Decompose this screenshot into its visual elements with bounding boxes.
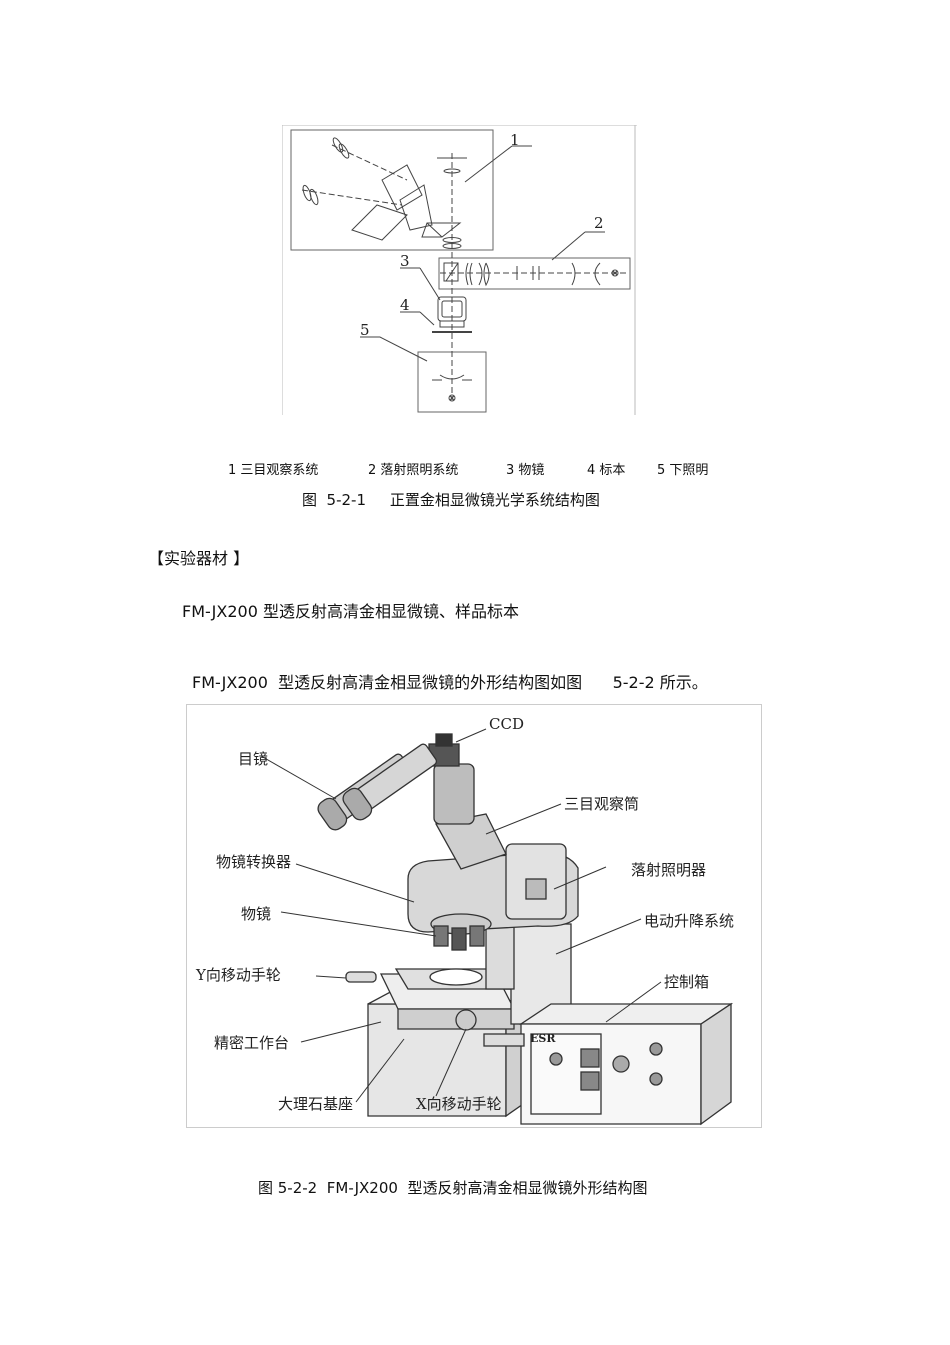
label-stage: 精密工作台 xyxy=(214,1034,289,1052)
label-control-box: 控制箱 xyxy=(664,973,709,991)
label-turret: 物镜转换器 xyxy=(216,853,291,871)
label-y-knob: Y向移动手轮 xyxy=(195,966,281,984)
figure2-caption: 图 5-2-2 FM-JX200 型透反射高清金相显微镜外形结构图 xyxy=(258,1179,648,1197)
label-eyepiece: 目镜 xyxy=(238,750,268,768)
intro-paragraph: FM-JX200 型透反射高清金相显微镜的外形结构图如图 5-2-2 所示。 xyxy=(192,673,708,692)
microscope-illustration: ESR CCD 目镜 三目观察筒 物镜转换器 落射照明器 物镜 电动升降系统 Y… xyxy=(186,704,762,1128)
label-lift-system: 电动升降系统 xyxy=(644,912,734,930)
label-ccd: CCD xyxy=(489,715,524,733)
diagram-number-5: 5 xyxy=(360,321,370,339)
diagram-number-4: 4 xyxy=(400,296,410,314)
equipment-paragraph: FM-JX200 型透反射高清金相显微镜、样品标本 xyxy=(182,602,519,621)
legend-item-specimen: 4 标本 xyxy=(587,463,626,478)
diagram-number-1: 1 xyxy=(510,131,520,149)
brand-logo-text: ESR xyxy=(530,1032,556,1045)
label-epi-illuminator: 落射照明器 xyxy=(631,861,706,879)
label-base: 大理石基座 xyxy=(278,1095,353,1113)
legend-item-objective: 3 物镜 xyxy=(506,463,545,478)
legend-item-lower-illumination: 5 下照明 xyxy=(657,463,709,478)
figure1-caption: 图 5-2-1 正置金相显微镜光学系统结构图 xyxy=(302,491,600,509)
optical-system-diagram: 1 2 3 4 5 xyxy=(282,125,637,415)
label-objective: 物镜 xyxy=(241,905,271,923)
legend-item-epi-illumination: 2 落射照明系统 xyxy=(368,463,459,478)
label-trinocular: 三目观察筒 xyxy=(564,795,639,813)
diagram-number-3: 3 xyxy=(400,252,410,270)
label-x-knob: X向移动手轮 xyxy=(416,1095,502,1113)
diagram-number-2: 2 xyxy=(594,214,604,232)
section-heading: 【实验器材 】 xyxy=(148,549,250,568)
legend-item-trinocular: 1 三目观察系统 xyxy=(228,463,319,478)
